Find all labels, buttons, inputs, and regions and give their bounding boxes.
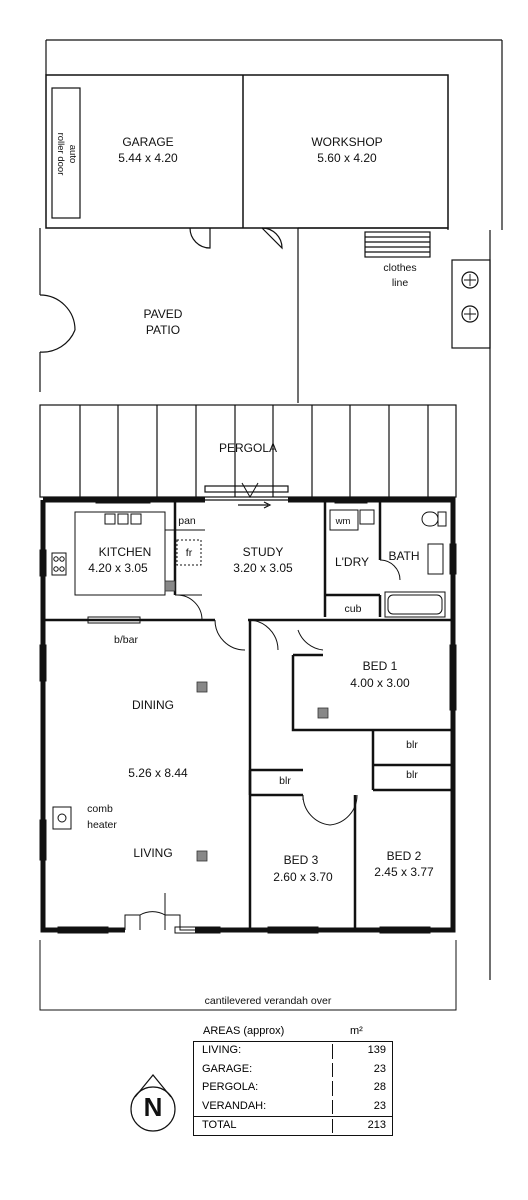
areas-row-value: 23 bbox=[373, 1099, 386, 1112]
areas-row: LIVING: 139 bbox=[194, 1042, 392, 1061]
areas-row-name: VERANDAH: bbox=[202, 1099, 333, 1114]
areas-total-row: TOTAL 213 bbox=[194, 1116, 392, 1135]
areas-row: GARAGE: 23 bbox=[194, 1061, 392, 1080]
workshop-label: WORKSHOP bbox=[311, 135, 382, 149]
bed3-robe-label: blr bbox=[279, 775, 291, 787]
bed1-robe-label: blr bbox=[406, 739, 418, 751]
areas-heading: AREAS (approx) bbox=[203, 1025, 285, 1037]
bed2-label: BED 2 bbox=[387, 849, 422, 863]
areas-table: LIVING: 139 GARAGE: 23 PERGOLA: 28 VERAN… bbox=[193, 1041, 393, 1136]
areas-row-value: 23 bbox=[373, 1062, 386, 1075]
bed1-label: BED 1 bbox=[363, 659, 398, 673]
fridge-label: fr bbox=[186, 547, 193, 559]
bed1-dims: 4.00 x 3.00 bbox=[350, 676, 410, 690]
dining-living-dims: 5.26 x 8.44 bbox=[128, 766, 188, 780]
bed2-dims: 2.45 x 3.77 bbox=[374, 865, 434, 879]
washing-machine-label: wm bbox=[335, 516, 351, 527]
areas-row: VERANDAH: 23 bbox=[194, 1098, 392, 1117]
dining-label: DINING bbox=[132, 698, 174, 712]
roller-door-label-1: auto bbox=[67, 145, 78, 164]
pantry-label: pan bbox=[178, 515, 196, 527]
north-letter: N bbox=[143, 1092, 163, 1122]
areas-row-value: 139 bbox=[367, 1044, 386, 1056]
clothes-line-label-2: line bbox=[392, 277, 409, 289]
breakfast-bar-label: b/bar bbox=[114, 634, 138, 646]
verandah-label: cantilevered verandah over bbox=[205, 995, 332, 1007]
bed2-robe-label: blr bbox=[406, 769, 418, 781]
areas-row-name: PERGOLA: bbox=[202, 1081, 333, 1096]
heater-label-2: heater bbox=[87, 819, 117, 831]
roller-door-label-2: roller door bbox=[55, 133, 66, 176]
study-dims: 3.20 x 3.05 bbox=[233, 561, 293, 575]
areas-total-value: 213 bbox=[367, 1119, 386, 1131]
north-arrow-icon bbox=[130, 1074, 176, 1132]
cupboard-label: cub bbox=[345, 603, 362, 615]
patio-label-1: PAVED bbox=[144, 307, 183, 321]
heater-label-1: comb bbox=[87, 803, 113, 815]
laundry-label: L'DRY bbox=[335, 555, 369, 569]
bath-label: BATH bbox=[388, 549, 419, 563]
areas-row-value: 28 bbox=[373, 1081, 386, 1093]
study-label: STUDY bbox=[243, 545, 284, 559]
living-label: LIVING bbox=[133, 846, 172, 860]
workshop-dims: 5.60 x 4.20 bbox=[317, 151, 377, 165]
areas-unit: m² bbox=[350, 1025, 363, 1037]
kitchen-dims: 4.20 x 3.05 bbox=[88, 561, 148, 575]
bed3-label: BED 3 bbox=[284, 853, 319, 867]
pergola-label: PERGOLA bbox=[219, 441, 277, 455]
areas-total-name: TOTAL bbox=[202, 1119, 333, 1133]
kitchen-label: KITCHEN bbox=[99, 545, 152, 559]
patio-label-2: PATIO bbox=[146, 323, 180, 337]
areas-row: PERGOLA: 28 bbox=[194, 1079, 392, 1098]
bed3-dims: 2.60 x 3.70 bbox=[273, 870, 333, 884]
areas-row-name: LIVING: bbox=[202, 1044, 333, 1059]
garage-label: GARAGE bbox=[122, 135, 173, 149]
clothes-line-label-1: clothes bbox=[383, 262, 416, 274]
garage-dims: 5.44 x 4.20 bbox=[118, 151, 178, 165]
areas-row-name: GARAGE: bbox=[202, 1062, 333, 1077]
